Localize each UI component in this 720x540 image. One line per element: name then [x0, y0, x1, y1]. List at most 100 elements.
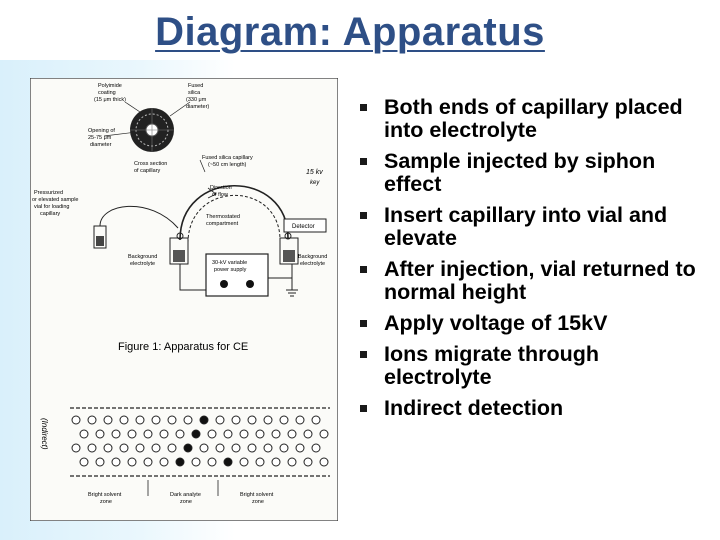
apparatus-diagram: Polyimide coating (15 μm thick) Fused si…	[30, 78, 338, 521]
solvent-ion	[319, 429, 329, 439]
solvent-ion	[311, 443, 321, 453]
solvent-ion	[87, 415, 97, 425]
solvent-ion	[167, 415, 177, 425]
label-pressurized-2: or elevated sample	[32, 197, 78, 203]
solvent-ion	[151, 415, 161, 425]
bullet-text: After injection, vial returned to normal…	[384, 257, 696, 304]
label-direction-2: of flow	[212, 192, 228, 198]
solvent-ion	[119, 415, 129, 425]
solvent-ion	[95, 457, 105, 467]
solvent-ion	[247, 415, 257, 425]
label-opening-1: Opening of	[88, 128, 115, 134]
bullet-text: Apply voltage of 15kV	[384, 311, 608, 335]
label-power-2: power supply	[214, 267, 247, 273]
solvent-ion	[111, 457, 121, 467]
bullet-square-icon	[360, 104, 367, 111]
electrolyte-right-liquid	[283, 250, 295, 262]
label-zone-left-2: zone	[100, 499, 112, 505]
solvent-ion	[103, 415, 113, 425]
bullet-text: Sample injected by siphon effect	[384, 149, 656, 196]
label-bg-left-2: electrolyte	[130, 261, 155, 267]
slide-title: Diagram: Apparatus	[155, 10, 545, 54]
bullet-item: After injection, vial returned to normal…	[360, 258, 710, 304]
solvent-ion	[303, 429, 313, 439]
handwritten-side-note: (Indirect)	[40, 418, 49, 450]
bullet-item: Ions migrate through electrolyte	[360, 343, 710, 389]
solvent-ion	[247, 443, 257, 453]
solvent-ion	[151, 443, 161, 453]
label-bg-left-1: Background	[128, 254, 157, 260]
label-zone-right-2: zone	[252, 499, 264, 505]
solvent-ion	[191, 457, 201, 467]
solvent-ion	[279, 443, 289, 453]
solvent-ion	[175, 429, 185, 439]
flow-arrow	[207, 187, 217, 199]
label-cross-section-1: Cross section	[134, 161, 167, 167]
solvent-ion	[223, 429, 233, 439]
label-polyimide-2: coating	[98, 90, 116, 96]
solvent-ion	[287, 457, 297, 467]
wire-left	[179, 264, 206, 291]
thermostated-compartment	[187, 195, 281, 244]
solvent-ion	[159, 457, 169, 467]
detector-box	[283, 218, 327, 233]
label-fused-4: diameter)	[186, 104, 209, 110]
solvent-ion	[239, 429, 249, 439]
label-direction-1: Direction	[210, 185, 232, 191]
analyte-ion	[175, 457, 185, 467]
label-fused-3: (330 μm	[186, 97, 207, 103]
solvent-ion	[135, 415, 145, 425]
solvent-ion	[87, 443, 97, 453]
solvent-ion	[135, 443, 145, 453]
solvent-ion	[303, 457, 313, 467]
bullet-square-icon	[360, 405, 367, 412]
bullet-item: Sample injected by siphon effect	[360, 150, 710, 196]
solvent-ion	[255, 429, 265, 439]
bullet-text: Both ends of capillary placed into elect…	[384, 95, 683, 142]
analyte-ion	[183, 443, 193, 453]
label-fused-1: Fused	[188, 83, 203, 89]
label-capillary-1: Fused silica capillary	[202, 155, 253, 161]
electrode-left	[176, 232, 184, 240]
sample-liquid	[96, 236, 104, 246]
bullet-square-icon	[360, 266, 367, 273]
solvent-ion	[295, 443, 305, 453]
solvent-ion	[199, 443, 209, 453]
label-voltage-note-2: key	[310, 180, 320, 186]
solvent-ion	[255, 457, 265, 467]
label-zone-left-1: Bright solvent	[88, 492, 122, 498]
solvent-ion	[263, 415, 273, 425]
ion-particles	[71, 415, 329, 467]
solvent-ion	[79, 429, 89, 439]
bullet-text: Indirect detection	[384, 396, 564, 420]
label-pressurized-4: capillary	[40, 211, 60, 217]
solvent-ion	[231, 415, 241, 425]
solvent-ion	[71, 415, 81, 425]
label-polyimide-1: Polyimide	[98, 83, 122, 89]
label-thermo-2: compartment	[206, 221, 239, 227]
solvent-ion	[119, 443, 129, 453]
sample-capillary	[99, 205, 179, 229]
solvent-ion	[127, 429, 137, 439]
bullet-item: Apply voltage of 15kV	[360, 312, 710, 335]
ground-symbol	[286, 278, 298, 297]
solvent-ion	[279, 415, 289, 425]
electrolyte-left-liquid	[173, 250, 185, 262]
solvent-ion	[287, 429, 297, 439]
electrode-right	[284, 232, 292, 240]
bullet-square-icon	[360, 351, 367, 358]
solvent-ion	[271, 429, 281, 439]
solvent-ion	[79, 457, 89, 467]
bullet-item: Both ends of capillary placed into elect…	[360, 96, 710, 142]
label-capillary-2: (~50 cm length)	[208, 162, 247, 168]
label-cross-section-2: of capillary	[134, 168, 161, 174]
analyte-ion	[191, 429, 201, 439]
solvent-ion	[167, 443, 177, 453]
label-power-1: 30-kV variable	[212, 260, 247, 266]
electrolyte-vial-right	[279, 237, 299, 265]
label-opening-3: diameter	[90, 142, 112, 148]
solvent-ion	[143, 429, 153, 439]
power-supply-box	[205, 253, 269, 297]
solvent-ion	[111, 429, 121, 439]
label-zone-mid-1: Dark analyte	[170, 492, 201, 498]
